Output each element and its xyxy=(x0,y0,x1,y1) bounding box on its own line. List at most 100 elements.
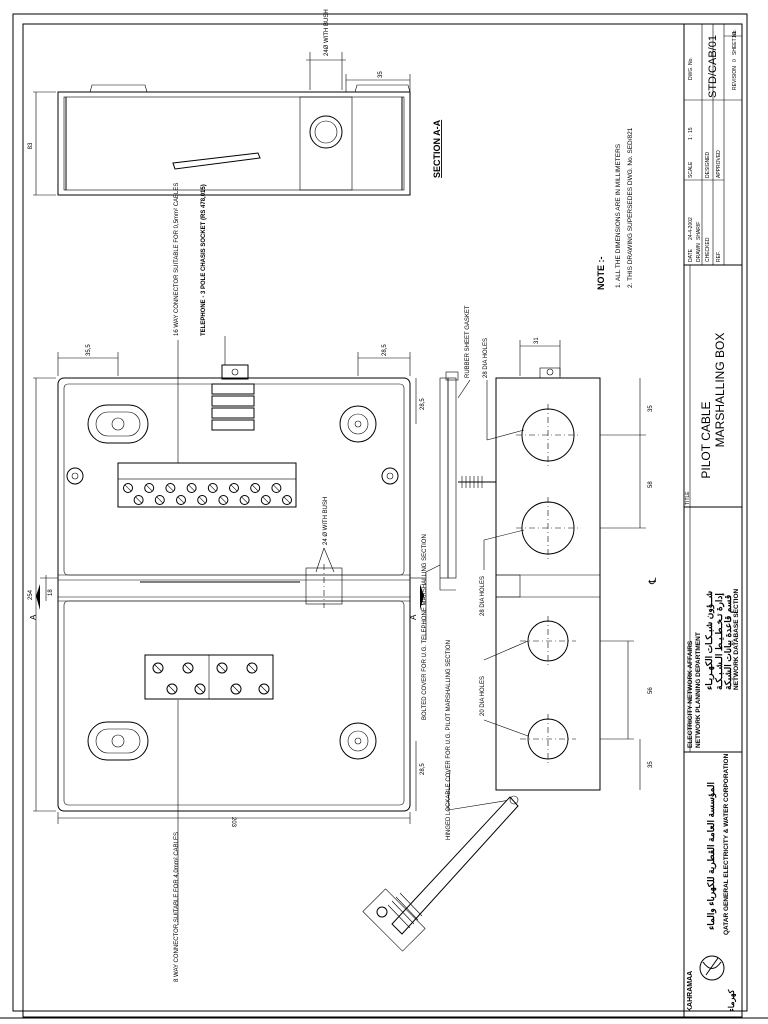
label-28-top: 28 DIA HOLES xyxy=(483,338,489,378)
checked-label: CHECKED xyxy=(705,237,711,262)
terminal-screw-icon xyxy=(123,483,133,493)
section-label: SECTION A-A xyxy=(432,119,442,178)
terminal-screw-icon xyxy=(250,483,261,493)
keyhole-slot-icon xyxy=(87,404,149,444)
terminal-screw-icon xyxy=(218,495,229,505)
terminal-screw-slot xyxy=(124,484,132,492)
note-item-2: 2. THIS DRAWING SUPERSEDES DWG. No. SED/… xyxy=(627,127,634,288)
note-item-1: 1. ALL THE DIMENSIONS ARE IN MILLIMETERS xyxy=(615,143,622,288)
terminal-screw-slot xyxy=(135,496,142,504)
terminal-screw-slot xyxy=(230,484,238,492)
sheet-label: SHEET No. xyxy=(732,29,738,55)
terminal-screw-slot xyxy=(248,664,256,672)
dim-right-lower: 28,5 xyxy=(420,763,426,775)
label-16-way-line-1: 16 WAY CONNECTOR SUITABLE FOR 0,5mm² CAB… xyxy=(174,183,180,336)
dim-35-bottom: 35 xyxy=(648,761,654,768)
terminal-screw-icon xyxy=(176,495,186,505)
terminal-screw-slot xyxy=(156,496,164,504)
terminal-screw-slot xyxy=(145,484,153,492)
logo-text-right: كهرماء xyxy=(727,989,737,1012)
dept-arabic-2: إدارة تـخـطـيـط الـشـبـكـة xyxy=(714,593,725,690)
drawn-label: DRAWN xyxy=(696,243,702,262)
terminal-screw-icon xyxy=(182,662,194,674)
mounting-hole-icon xyxy=(339,405,377,443)
title-line-1: PILOT CABLE xyxy=(699,401,713,478)
dwg-no: STD/CAB/01 xyxy=(707,35,719,98)
hole-28-dia-icon xyxy=(516,404,580,466)
terminal-screw-slot xyxy=(220,496,227,504)
dim-35-top: 35 xyxy=(648,405,654,412)
revision-label: REVISION xyxy=(732,66,738,90)
dept-line-2: NETWORK PLANNING DEPARTMENT xyxy=(695,632,702,748)
scale-label: SCALE xyxy=(688,161,694,178)
section-dim-bush: 24Ø WITH BUSH xyxy=(324,9,330,56)
bolt-icon xyxy=(458,476,496,488)
terminal-screw-slot xyxy=(167,484,174,492)
label-8-way: 8 WAY CONNECTOR SUITABLE FOR 4,0mm² CABL… xyxy=(174,832,180,982)
terminal-screw-icon xyxy=(246,662,258,674)
dwg-no-label: DWG. No. xyxy=(688,57,694,80)
title-line-2: MARSHALLING BOX xyxy=(713,333,727,448)
section-marker-left: A xyxy=(29,614,38,620)
dim-56: 56 xyxy=(648,687,654,694)
terminal-screw-slot xyxy=(262,496,270,504)
terminal-screw-icon xyxy=(260,495,271,505)
kahramaa-logo-icon xyxy=(699,955,725,981)
terminal-screw-slot xyxy=(273,484,280,492)
terminal-screw-icon xyxy=(133,495,144,505)
section-dim-height: 83 xyxy=(28,142,34,149)
terminal-screw-slot xyxy=(232,685,240,693)
terminal-screw-icon xyxy=(239,495,250,505)
dim-small: 18 xyxy=(48,589,54,596)
terminal-screw-icon xyxy=(230,683,242,695)
side-view: RUBBER SHEET GASKET 28 DIA HOLES 28 DIA … xyxy=(362,305,659,952)
label-hinged: HINGED LOCKABLE COVER FOR U.G. PILOT MAR… xyxy=(446,640,452,840)
section-a-a-view: 83 24Ø WITH BUSH 35 SECTION A-A xyxy=(28,9,442,196)
label-telephone: TELEPHONE - 3 POLE CHASIS SOCKET (RS 478… xyxy=(201,184,207,336)
drawing-border xyxy=(0,13,768,1019)
date-label: DATE xyxy=(688,248,694,262)
hole-20-dia-icon xyxy=(520,714,576,764)
terminal-screw-icon xyxy=(154,495,165,505)
connector-16-way xyxy=(117,462,297,508)
ref-label: REF. xyxy=(716,251,722,262)
dim-total-height: 254 xyxy=(28,589,34,600)
terminal-screw-icon xyxy=(197,495,208,505)
drawn-value: SHARIF xyxy=(696,222,702,240)
dept-arabic-1: شــؤون شبـكـات الكهـربـاء xyxy=(704,591,715,690)
screw-icon xyxy=(66,467,84,485)
terminal-screw-slot xyxy=(184,664,192,672)
dim-top-left: 35,5 xyxy=(86,344,92,356)
terminal-screw-icon xyxy=(165,483,176,493)
dim-width: 203 xyxy=(230,817,236,828)
logo-text-left: KAHRAMAA xyxy=(687,971,694,1012)
terminal-screw-icon xyxy=(216,662,228,674)
hole-28-dia-icon xyxy=(516,497,580,559)
terminal-screw-icon xyxy=(258,683,270,695)
terminal-screw-slot xyxy=(196,685,204,693)
designed-label: DESIGNED xyxy=(705,151,711,178)
dept-line-1: ELECTRICITY NETWORK AFFAIRS xyxy=(687,640,694,748)
approved-label: APPROVED xyxy=(716,150,722,178)
dim-top-right: 28,5 xyxy=(382,344,388,356)
terminal-screw-icon xyxy=(194,683,206,695)
screw-icon xyxy=(381,467,399,485)
terminal-screw-slot xyxy=(209,484,217,492)
terminal-screw-icon xyxy=(186,483,197,493)
label-20-dia: 20 DIA HOLES xyxy=(480,676,486,716)
dim-58: 58 xyxy=(648,481,654,488)
terminal-screw-icon xyxy=(282,495,292,505)
bush-hole-icon xyxy=(305,564,343,608)
terminal-screw-slot xyxy=(241,496,248,504)
title-block xyxy=(683,23,743,1018)
mounting-hole-icon xyxy=(339,722,377,760)
dept-line-3: NETWORK DATABASE SECTION xyxy=(733,588,740,690)
terminal-screw-icon xyxy=(152,662,164,674)
label-bolted: BOLTED COVER FOR U.G. TELEPHONE MARSHALL… xyxy=(422,534,428,720)
terminal-screw-slot xyxy=(188,484,195,492)
label-28-mid: 28 DIA HOLES xyxy=(480,576,486,616)
section-marker-right: A xyxy=(409,614,418,620)
title-label: TITLE xyxy=(685,491,691,505)
terminal-screw-icon xyxy=(271,483,282,493)
hinged-lid xyxy=(362,795,519,952)
